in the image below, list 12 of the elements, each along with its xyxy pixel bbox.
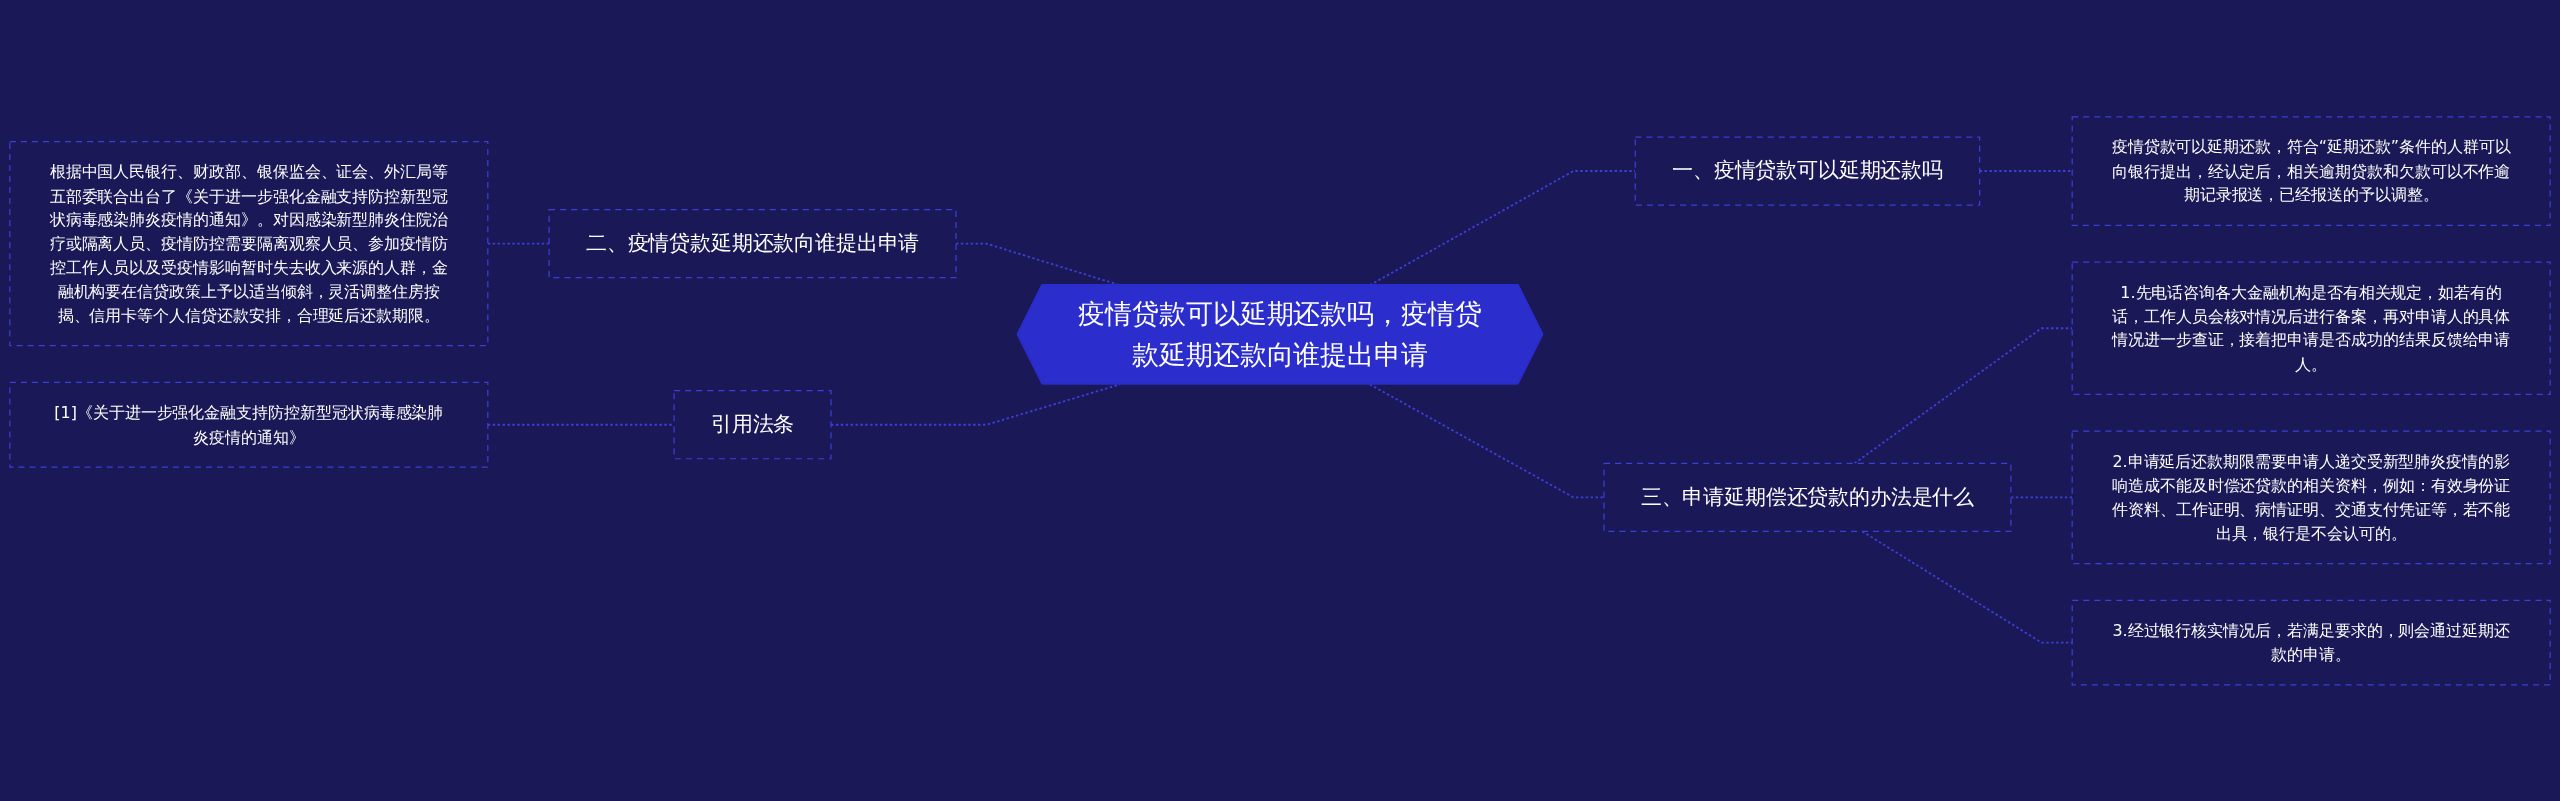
node-box: 1.先电话咨询各大金融机构是否有相关规定，如若有的话，工作人员会核对情况后进行备案，再对申请人的具体情况进一步查证，接着把申请是否成功的结果反馈给申请人。 [2071, 261, 2551, 395]
connector [830, 383, 1121, 426]
node-box: 2.申请延后还款期限需要申请人递交受新型肺炎疫情的影响造成不能及时偿还贷款的相关资料，例如：有效身份证件资料、工作证明、病情证明、交通支付凭证等，若不能出具，银行是不会认可的。 [2071, 430, 2551, 564]
node-box: 疫情贷款可以延期还款，符合“延期还款”条件的人群可以向银行提出，经认定后，相关逾期贷款和欠款可以不作逾期记录报送，已经报送的予以调整。 [2071, 115, 2551, 226]
connector [1368, 383, 1605, 498]
node-box: 3.经过银行核实情况后，若满足要求的，则会通过延期还款的申请。 [2071, 599, 2551, 686]
node-box: [1]《关于进一步强化金融支持防控新型冠状病毒感染肺炎疫情的通知》 [9, 381, 489, 468]
node-box: 一、疫情贷款可以延期还款吗 [1634, 136, 1981, 206]
node-box: 根据中国人民银行、财政部、银保监会、证会、外汇局等五部委联合出台了《关于进一步强化金融支持防控新型冠状病毒感染肺炎疫情的通知》。对因感染新型肺炎住院治疗或隔离人员、疫情防控需要隔离观察人员、参加疫情防控工作人员以及受疫情影响暂时失去收入来源的人群，金融机构要在信贷政策上予以适当倾斜，灵活调整住房按揭、信用卡等个人信贷还款安排，合理延后还款期限。 [9, 140, 489, 346]
node-box: 引用法条 [673, 389, 832, 459]
node-box: 三、申请延期偿还贷款的办法是什么 [1603, 462, 2012, 532]
node-box: 二、疫情贷款延期还款向谁提出申请 [548, 208, 957, 278]
